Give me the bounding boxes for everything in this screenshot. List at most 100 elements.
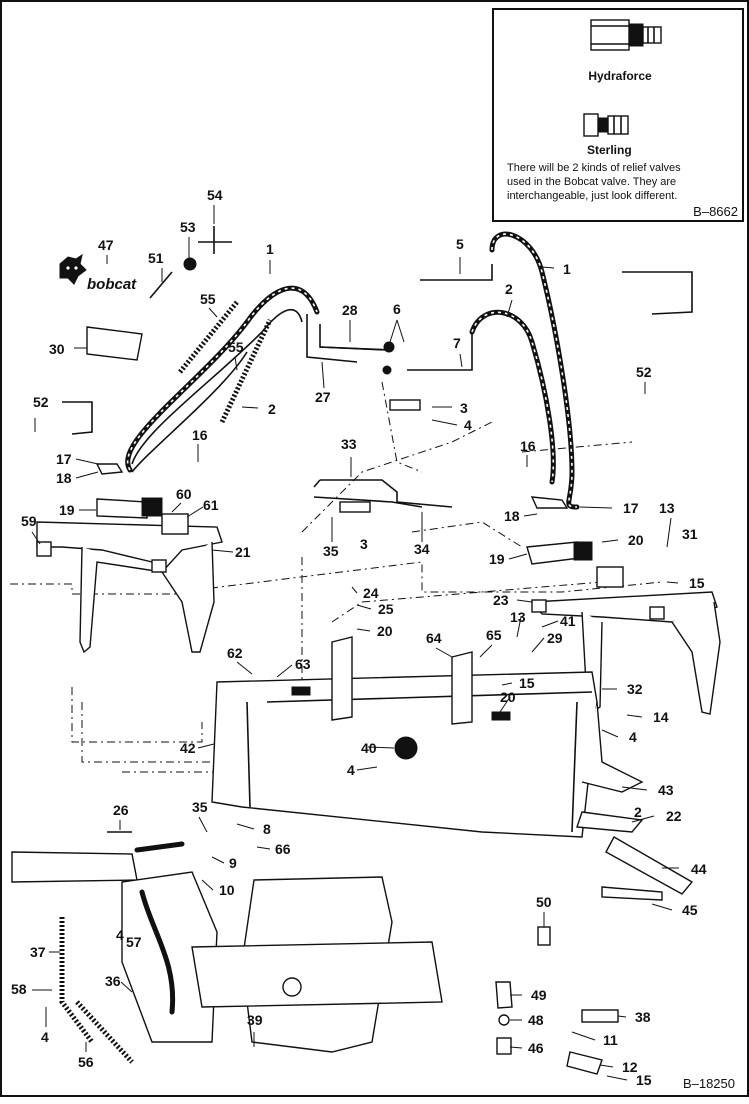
callout-20-middle: 20 bbox=[377, 623, 393, 639]
callout-3-upper: 3 bbox=[460, 400, 468, 416]
upright-left bbox=[331, 636, 353, 721]
bracket-right bbox=[596, 566, 624, 588]
callout-47: 47 bbox=[98, 237, 114, 253]
loader-quick-attach bbox=[11, 831, 443, 1064]
edge-22 bbox=[576, 811, 644, 833]
callout-4-bottom: 4 bbox=[41, 1029, 49, 1045]
callout-56: 56 bbox=[78, 1054, 94, 1070]
callout-52-right: 52 bbox=[636, 364, 652, 380]
knob-54 bbox=[198, 226, 232, 254]
callout-20-lower: 20 bbox=[500, 689, 516, 705]
grapple-bucket bbox=[211, 636, 644, 838]
callout-42: 42 bbox=[180, 740, 196, 756]
inset-note-line-3: interchangeable, just look different. bbox=[507, 190, 677, 202]
callout-54: 54 bbox=[207, 187, 223, 203]
callout-18-right: 18 bbox=[504, 508, 520, 524]
sterling-valve-icon bbox=[583, 113, 629, 137]
tubes-and-fittings bbox=[306, 264, 493, 513]
callout-24: 24 bbox=[363, 585, 379, 601]
callout-62: 62 bbox=[227, 645, 243, 661]
callout-11: 11 bbox=[603, 1032, 618, 1048]
fitting-17-right bbox=[530, 496, 569, 509]
bolt-51 bbox=[149, 271, 173, 299]
callout-35-upper: 35 bbox=[323, 543, 339, 559]
callout-55-upper: 55 bbox=[200, 291, 216, 307]
callout-19-right: 19 bbox=[489, 551, 505, 567]
callout-4-bucket: 4 bbox=[347, 762, 355, 778]
tube-27 bbox=[306, 314, 358, 363]
callout-64: 64 bbox=[426, 630, 442, 646]
callout-29: 29 bbox=[547, 630, 563, 646]
callout-41: 41 bbox=[560, 613, 576, 629]
callout-38: 38 bbox=[635, 1009, 651, 1025]
callout-55-lower: 55 bbox=[228, 339, 244, 355]
callout-2-lower: 2 bbox=[634, 804, 642, 820]
callout-5: 5 bbox=[456, 236, 464, 252]
u-bolt-52-left bbox=[62, 401, 93, 435]
callout-4-upper: 4 bbox=[464, 417, 472, 433]
callout-13-lower: 13 bbox=[510, 609, 526, 625]
cylinder-19-left bbox=[96, 498, 148, 519]
bobcat-logo: bobcat bbox=[59, 253, 137, 293]
fitting-46 bbox=[496, 1037, 512, 1055]
hose-guard-55-upper bbox=[178, 300, 239, 374]
bracket-3-lower bbox=[339, 501, 371, 513]
hose-guard-55-lower bbox=[219, 318, 273, 424]
callout-58: 58 bbox=[11, 981, 27, 997]
callout-61: 61 bbox=[203, 497, 219, 513]
callout-4-right: 4 bbox=[629, 729, 637, 745]
callout-27: 27 bbox=[315, 389, 331, 405]
callout-8: 8 bbox=[263, 821, 271, 837]
callout-66: 66 bbox=[275, 841, 291, 857]
figure-id: B–18250 bbox=[683, 1076, 735, 1091]
callout-30: 30 bbox=[49, 341, 65, 357]
callout-44: 44 bbox=[691, 861, 707, 877]
bar-45 bbox=[601, 886, 663, 901]
callout-52-left: 52 bbox=[33, 394, 49, 410]
callout-23: 23 bbox=[493, 592, 509, 608]
leader-lines bbox=[31, 205, 679, 1081]
callout-17-left: 17 bbox=[56, 451, 72, 467]
callout-57: 57 bbox=[126, 934, 142, 950]
hose-1-left bbox=[125, 285, 320, 473]
tube-5 bbox=[420, 264, 493, 281]
washer-53 bbox=[183, 257, 197, 271]
callout-labels: 1 1 2 2 2 3 3 4 4 4 4 4 5 6 7 8 9 10 11 … bbox=[11, 187, 707, 1088]
o-ring-48 bbox=[498, 1014, 510, 1026]
callout-22: 22 bbox=[666, 808, 682, 824]
fitting-17-left bbox=[95, 463, 124, 475]
callout-21: 21 bbox=[235, 544, 251, 560]
relief-valve-inset: Hydraforce Sterling There will be 2 kind… bbox=[492, 8, 744, 222]
callout-37: 37 bbox=[30, 944, 46, 960]
callout-39: 39 bbox=[247, 1012, 263, 1028]
callout-20-right: 20 bbox=[628, 532, 644, 548]
callout-48: 48 bbox=[528, 1012, 544, 1028]
callout-1-right: 1 bbox=[563, 261, 571, 277]
loose-parts bbox=[62, 226, 694, 1075]
callout-35-lower: 35 bbox=[192, 799, 208, 815]
callout-10: 10 bbox=[219, 882, 235, 898]
callout-33: 33 bbox=[341, 436, 357, 452]
callout-65: 65 bbox=[486, 627, 502, 643]
block-30 bbox=[86, 326, 143, 361]
inset-figure-id: B–8662 bbox=[693, 204, 738, 219]
bucket-side-43 bbox=[581, 701, 644, 793]
upright-64 bbox=[451, 651, 473, 725]
callout-7: 7 bbox=[453, 335, 461, 351]
callout-15-bottom: 15 bbox=[636, 1072, 652, 1088]
callout-3-lower: 3 bbox=[360, 536, 368, 552]
callout-31: 31 bbox=[682, 526, 698, 542]
fitting-50 bbox=[537, 926, 551, 946]
cylinder-19-right bbox=[526, 541, 581, 565]
callout-36: 36 bbox=[105, 973, 121, 989]
tube-33 bbox=[320, 479, 453, 508]
hose-guard-56 bbox=[75, 1000, 134, 1064]
sterling-label: Sterling bbox=[587, 143, 632, 157]
inset-note-line-2: used in the Bobcat valve. They are bbox=[507, 176, 676, 188]
callout-40: 40 bbox=[361, 740, 377, 756]
callout-46: 46 bbox=[528, 1040, 544, 1056]
callout-26: 26 bbox=[113, 802, 129, 818]
right-grapple-arm bbox=[526, 496, 721, 715]
bracket-12 bbox=[566, 1051, 603, 1075]
